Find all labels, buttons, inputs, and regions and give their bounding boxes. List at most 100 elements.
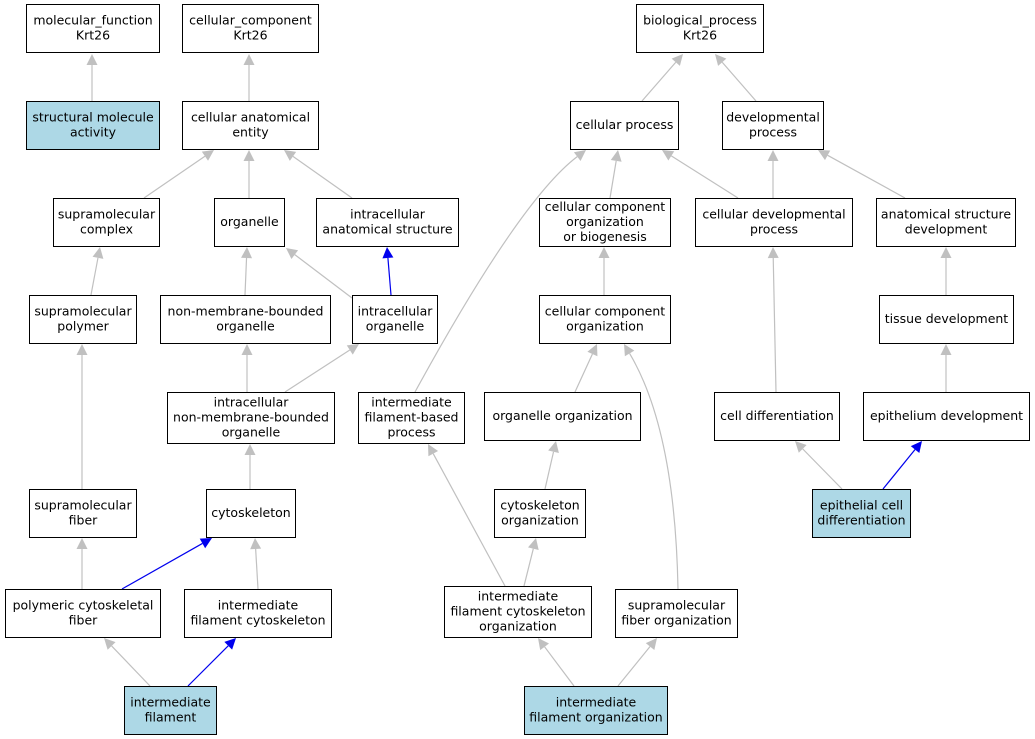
node-label-line: differentiation [817, 513, 905, 528]
node-box[interactable] [636, 4, 764, 53]
node-epithelium-development[interactable]: epithelium development [863, 392, 1030, 441]
node-box[interactable] [879, 295, 1014, 344]
node-box[interactable] [570, 101, 679, 150]
node-box[interactable] [167, 392, 335, 444]
node-box[interactable] [53, 198, 160, 247]
edge-intermediate_filament-to-intermediate_filament_cytoskeleton [187, 638, 236, 687]
edge-33-arrowhead [624, 344, 635, 357]
node-box[interactable] [29, 489, 137, 538]
node-label-line: polymeric cytoskeletal [13, 598, 154, 613]
edge-line [187, 645, 229, 687]
node-label-line: activity [70, 125, 117, 140]
node-box[interactable] [812, 489, 911, 538]
node-box[interactable] [863, 392, 1030, 441]
node-box[interactable] [722, 101, 824, 150]
node-cellular-process[interactable]: cellular process [570, 101, 679, 150]
edge-anatomical_structure_development-to-developmental_process [818, 150, 906, 199]
node-organelle[interactable]: organelle [214, 198, 285, 247]
node-label-line: intermediate [130, 695, 211, 710]
node-box[interactable] [615, 589, 738, 638]
node-label-line: complex [80, 222, 133, 237]
node-box[interactable] [214, 198, 285, 247]
node-box[interactable] [29, 295, 137, 344]
node-box[interactable] [160, 295, 331, 344]
edge-supramolecular_fiber-to-supramolecular_polymer [76, 344, 88, 489]
edge-line [721, 61, 757, 102]
node-box[interactable] [444, 586, 592, 638]
node-box[interactable] [316, 198, 459, 247]
node-box[interactable] [539, 295, 671, 344]
node-tissue-development[interactable]: tissue development [879, 295, 1014, 344]
node-box[interactable] [26, 4, 160, 53]
edge-0-arrowhead [86, 54, 98, 65]
node-box[interactable] [876, 198, 1016, 247]
node-label-line: process [387, 425, 435, 440]
edge-25-arrowhead [548, 441, 559, 453]
node-box[interactable] [695, 198, 853, 247]
node-box[interactable] [494, 489, 586, 538]
node-box[interactable] [206, 489, 296, 538]
node-box[interactable] [26, 101, 160, 150]
edge-organelle_organization-to-cellular_component_organization [574, 344, 598, 393]
node-box[interactable] [358, 392, 465, 444]
node-label-line: Krt26 [233, 28, 267, 43]
edge-line [294, 254, 353, 299]
node-label-line: supramolecular [628, 598, 726, 613]
node-box[interactable] [484, 392, 641, 441]
node-box[interactable] [124, 686, 217, 735]
node-label-line: structural molecule [32, 110, 154, 125]
node-cytoskeleton[interactable]: cytoskeleton [206, 489, 296, 538]
node-box[interactable] [352, 295, 438, 344]
edge-cellular_component_organization_or_biogenesis-to-cellular_process [609, 150, 622, 199]
node-label-line: organization [566, 319, 644, 334]
edge-line [882, 449, 916, 490]
node-label-line: supramolecular [34, 498, 132, 513]
edge-line [802, 448, 843, 490]
node-organelle-organization[interactable]: organelle organization [484, 392, 641, 441]
edge-line [641, 61, 677, 102]
edge-1-arrowhead [243, 54, 255, 65]
edge-line [544, 646, 575, 687]
node-box[interactable] [524, 686, 668, 735]
node-label-line: fiber [69, 613, 98, 628]
node-intracellular-nmb-organelle[interactable]: intracellularnon-membrane-boundedorganel… [167, 392, 335, 444]
edge-intracellular_nmb_organelle-to-intracellular_organelle [284, 344, 359, 393]
node-box[interactable] [539, 198, 671, 247]
node-box[interactable] [714, 392, 840, 441]
node-box[interactable] [184, 589, 332, 638]
node-box[interactable] [182, 101, 319, 150]
node-box[interactable] [5, 589, 161, 638]
node-cell-differentiation[interactable]: cell differentiation [714, 392, 840, 441]
node-label-line: Krt26 [76, 28, 110, 43]
edge-35-arrowhead [224, 638, 236, 650]
edge-supramolecular_fiber_organization-to-cellular_component_organization [624, 344, 679, 590]
node-box[interactable] [182, 4, 319, 53]
node-label-line: cellular component [545, 199, 665, 214]
